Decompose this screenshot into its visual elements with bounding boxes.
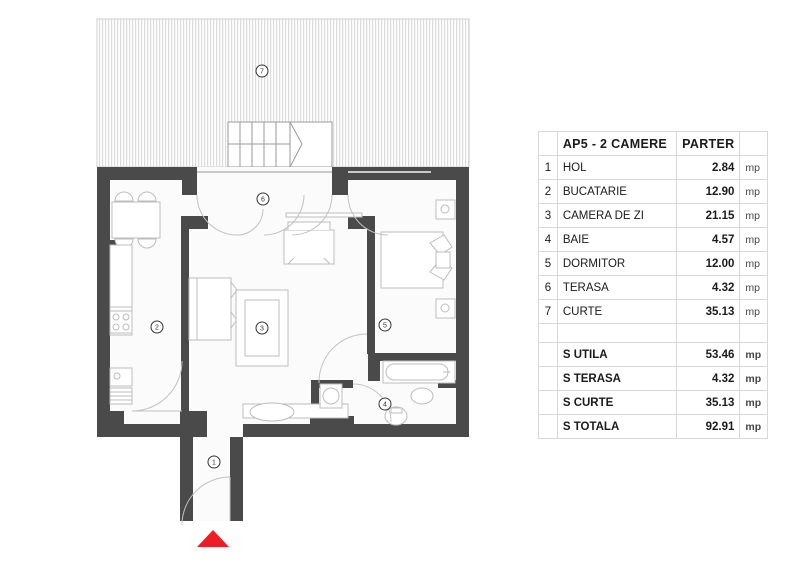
room-marker-bucatarie: 2 xyxy=(150,320,164,334)
room-area-unit: mp xyxy=(739,203,768,228)
room-name: CAMERA DE ZI xyxy=(556,203,678,228)
room-area-unit: mp xyxy=(739,275,768,300)
wall-details xyxy=(97,167,348,437)
summary-name: S UTILA xyxy=(556,342,678,367)
room-index: 5 xyxy=(538,251,558,276)
room-marker-hol: 1 xyxy=(207,455,221,469)
room-marker-circle xyxy=(255,64,269,78)
room-index: 3 xyxy=(538,203,558,228)
table-spacer-row xyxy=(538,323,768,343)
room-marker-number: 4 xyxy=(383,402,387,409)
room-name: DORMITOR xyxy=(556,251,678,276)
summary-value: 53.46 xyxy=(676,342,741,367)
room-marker-curte: 7 xyxy=(255,64,269,78)
header-index-cell xyxy=(538,131,558,156)
room-marker-number: 2 xyxy=(155,325,159,332)
room-index: 1 xyxy=(538,155,558,180)
room-index: 7 xyxy=(538,299,558,324)
room-marker-number: 6 xyxy=(261,197,265,204)
summary-name: S TOTALA xyxy=(556,414,678,439)
room-area-value: 2.84 xyxy=(676,155,741,180)
room-marker-number: 3 xyxy=(260,326,264,333)
summary-index xyxy=(538,366,558,391)
summary-unit: mp xyxy=(739,414,768,439)
room-markers: 7 6 2 3 5 4 1 xyxy=(150,64,392,469)
table-header-row: AP5 - 2 CAMERE PARTER xyxy=(538,131,768,156)
room-area-value: 4.32 xyxy=(676,275,741,300)
room-name: BAIE xyxy=(556,227,678,252)
room-area-unit: mp xyxy=(739,299,768,324)
summary-value: 4.32 xyxy=(676,366,741,391)
room-marker-circle xyxy=(150,320,164,334)
spacer-unit xyxy=(739,323,768,343)
summary-unit: mp xyxy=(739,366,768,391)
spacer-name xyxy=(556,323,678,343)
room-marker-circle xyxy=(207,455,221,469)
summary-index xyxy=(538,342,558,367)
room-marker-terasa: 6 xyxy=(256,192,270,206)
bedroom-furniture xyxy=(380,199,456,319)
room-name: BUCATARIE xyxy=(556,179,678,204)
header-unit-cell xyxy=(739,131,768,156)
room-name: HOL xyxy=(556,155,678,180)
door-swings xyxy=(131,194,392,526)
spacer-index xyxy=(538,323,558,343)
kitchen-furniture xyxy=(109,191,161,405)
room-area-unit: mp xyxy=(739,251,768,276)
summary-name: S CURTE xyxy=(556,390,678,415)
summary-index xyxy=(538,390,558,415)
room-marker-camera-de-zi: 3 xyxy=(255,321,269,335)
room-area-unit: mp xyxy=(739,155,768,180)
room-marker-circle xyxy=(255,321,269,335)
room-area-value: 21.15 xyxy=(676,203,741,228)
room-area-value: 12.90 xyxy=(676,179,741,204)
room-area-unit: mp xyxy=(739,227,768,252)
summary-index xyxy=(538,414,558,439)
room-area-unit: mp xyxy=(739,179,768,204)
summary-value: 35.13 xyxy=(676,390,741,415)
room-marker-number: 1 xyxy=(212,460,216,467)
header-level-cell: PARTER xyxy=(676,131,741,156)
room-area-value: 35.13 xyxy=(676,299,741,324)
room-marker-circle xyxy=(378,397,392,411)
room-marker-dormitor: 5 xyxy=(378,318,392,332)
header-title-cell: AP5 - 2 CAMERE xyxy=(556,131,678,156)
room-index: 2 xyxy=(538,179,558,204)
room-marker-circle xyxy=(256,192,270,206)
room-marker-number: 7 xyxy=(260,69,264,76)
room-marker-baie: 4 xyxy=(378,397,392,411)
entrance-arrow-icon xyxy=(197,530,229,547)
floor-plan-drawing: 7 6 2 3 5 4 1 xyxy=(96,18,470,547)
room-index: 4 xyxy=(538,227,558,252)
room-marker-number: 5 xyxy=(383,323,387,330)
summary-name: S TERASA xyxy=(556,366,678,391)
room-marker-circle xyxy=(378,318,392,332)
summary-unit: mp xyxy=(739,342,768,367)
room-name: CURTE xyxy=(556,299,678,324)
summary-value: 92.91 xyxy=(676,414,741,439)
room-index: 6 xyxy=(538,275,558,300)
summary-unit: mp xyxy=(739,390,768,415)
room-name: TERASA xyxy=(556,275,678,300)
room-area-value: 4.57 xyxy=(676,227,741,252)
room-area-value: 12.00 xyxy=(676,251,741,276)
spacer-value xyxy=(676,323,741,343)
staircase xyxy=(227,121,333,172)
